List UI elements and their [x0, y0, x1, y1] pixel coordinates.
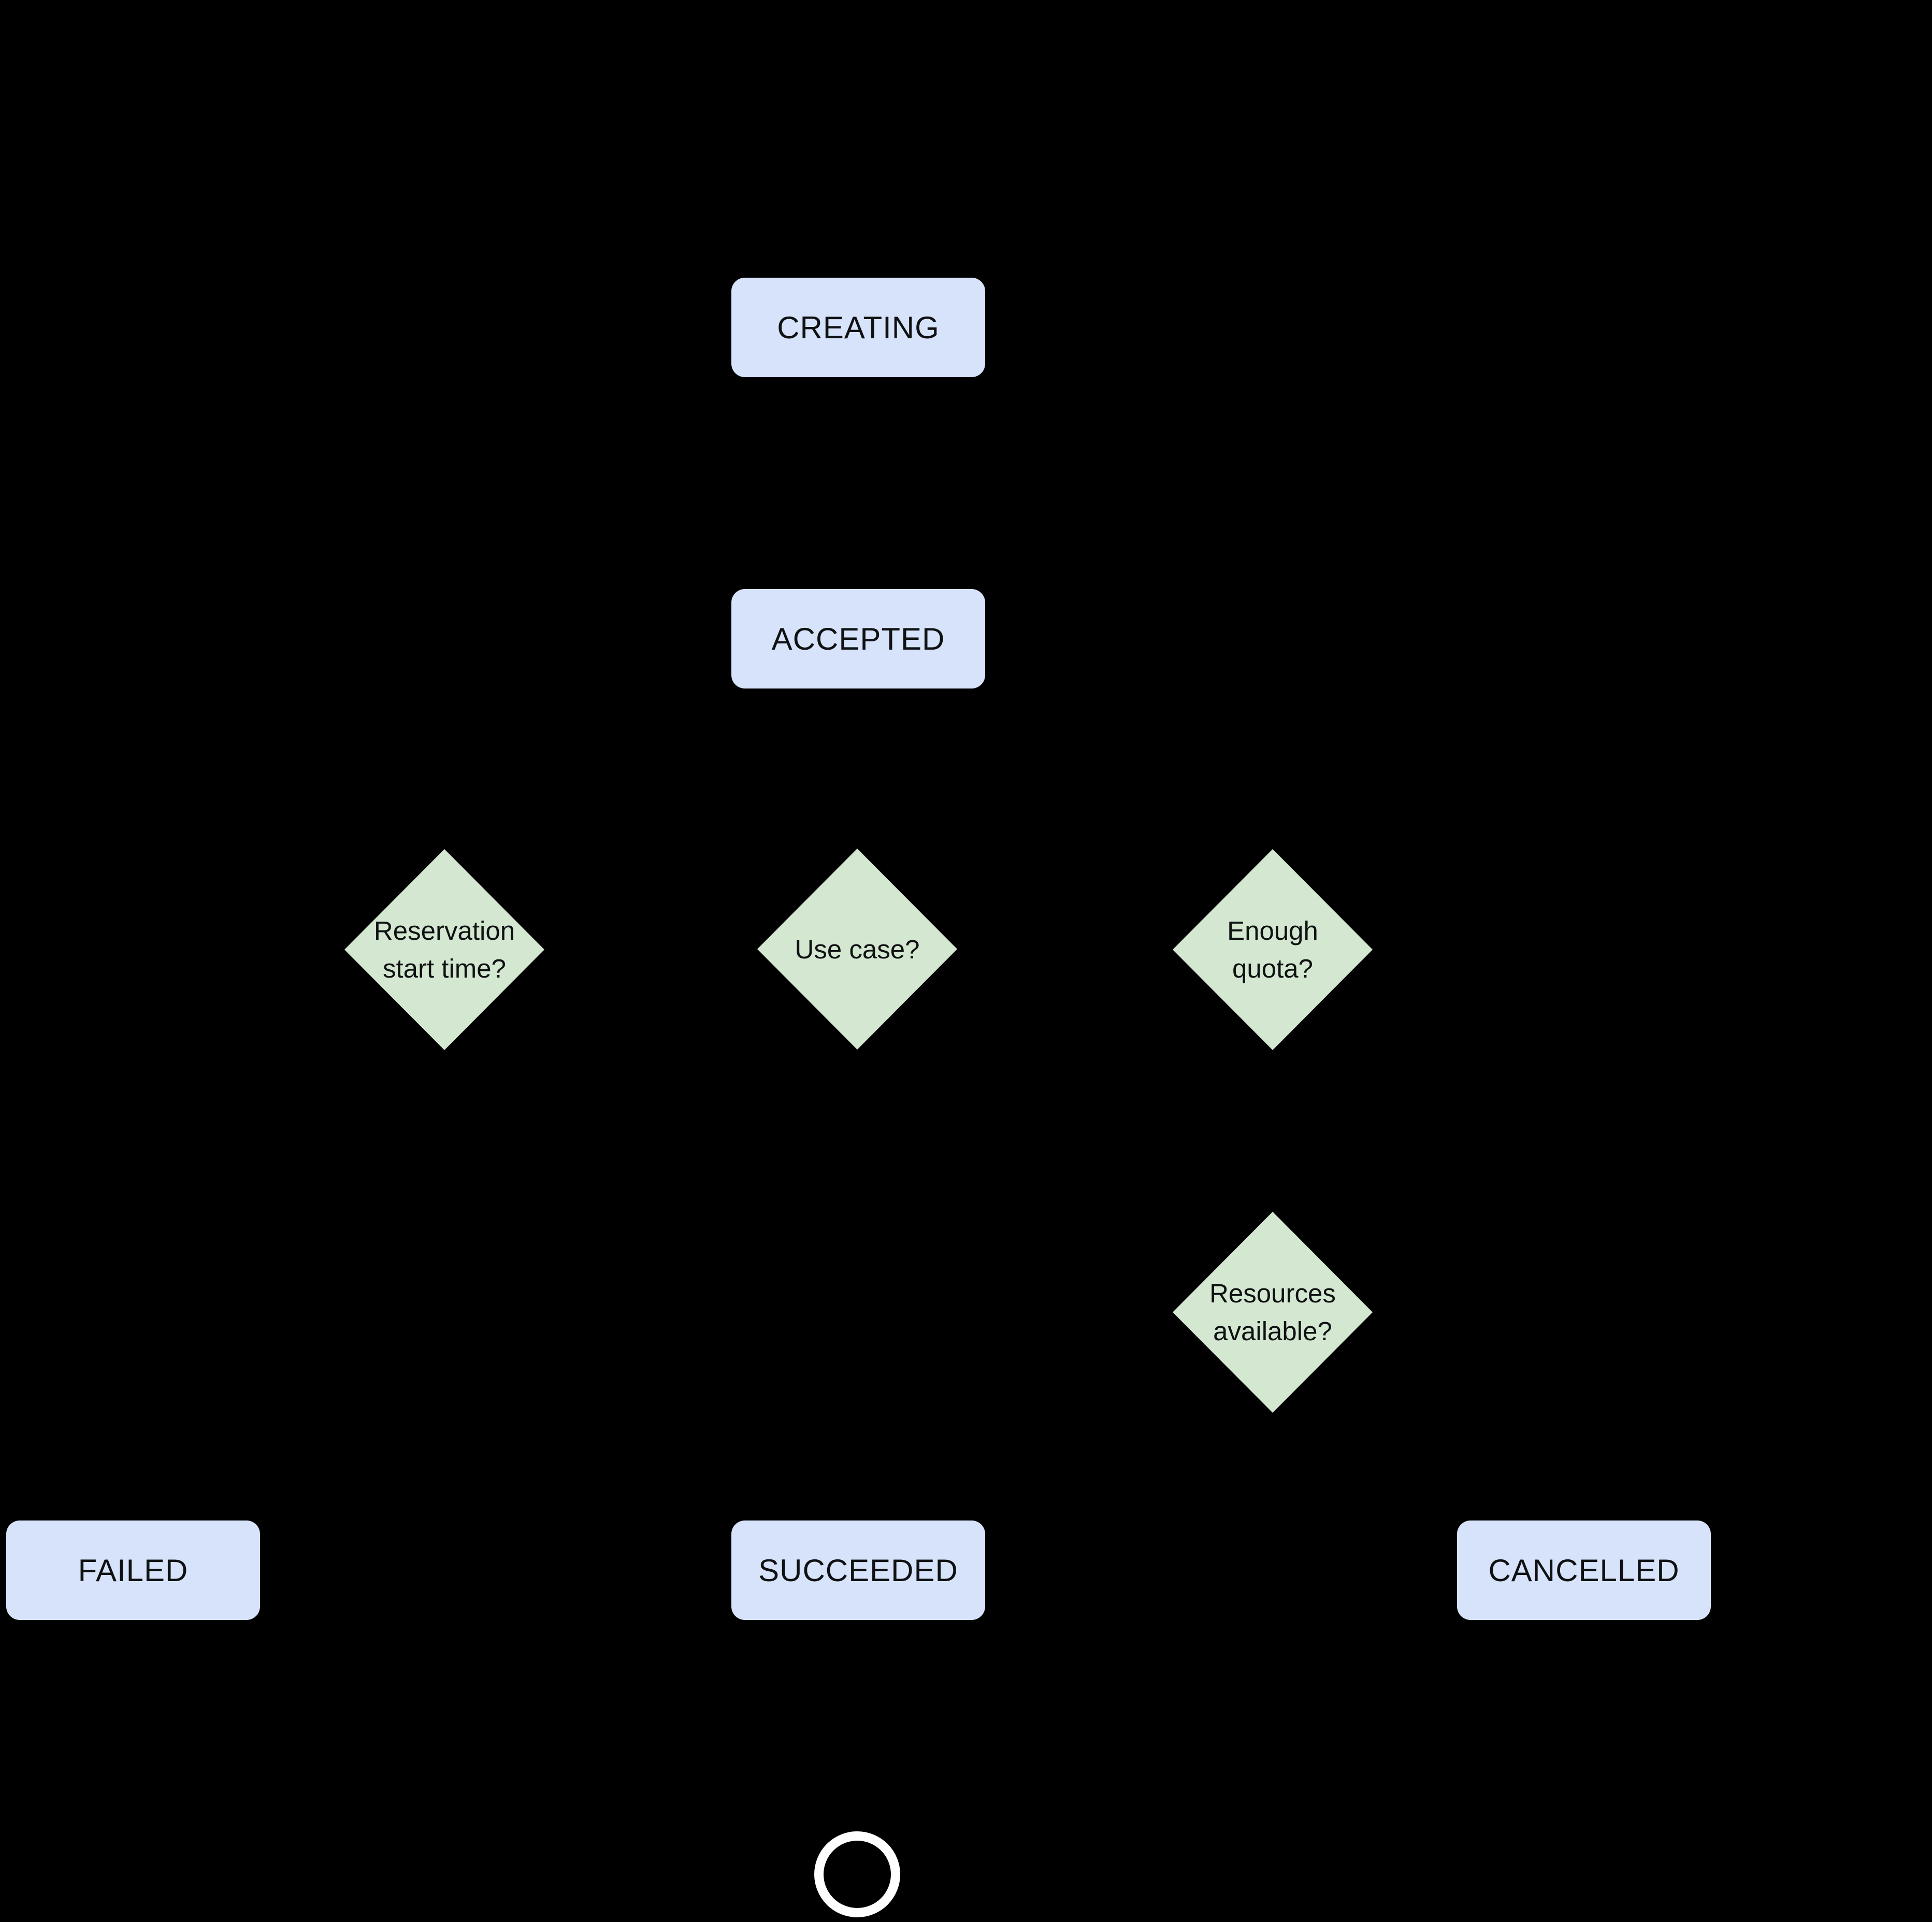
decision-node-resources-available: Resources available? — [1173, 1212, 1373, 1413]
decision-label-line: quota? — [1232, 954, 1313, 983]
diamond-shape — [1173, 1212, 1373, 1413]
decision-label: Use case? — [726, 849, 988, 1050]
decision-label: Enough quota? — [1142, 849, 1404, 1050]
state-node-creating: CREATING — [731, 278, 985, 377]
decision-node-enough-quota: Enough quota? — [1173, 849, 1373, 1050]
diamond-shape — [344, 849, 544, 1050]
decision-label-line: Reservation — [373, 916, 515, 945]
state-node-succeeded: SUCCEEDED — [731, 1521, 985, 1620]
decision-label-line: available? — [1213, 1316, 1332, 1346]
state-node-failed: FAILED — [6, 1521, 260, 1620]
end-state-circle-icon — [814, 1831, 900, 1917]
decision-label-line: Enough — [1227, 916, 1318, 945]
state-node-accepted: ACCEPTED — [731, 589, 985, 689]
decision-node-use-case: Use case? — [757, 849, 957, 1050]
decision-label-line: Resources — [1209, 1279, 1336, 1308]
state-node-cancelled: CANCELLED — [1457, 1521, 1711, 1620]
decision-label: Resources available? — [1142, 1212, 1404, 1413]
decision-label: Reservation start time? — [313, 849, 575, 1050]
decision-node-reservation-start-time: Reservation start time? — [344, 849, 544, 1050]
diamond-shape — [1173, 849, 1373, 1050]
diamond-shape — [757, 849, 957, 1050]
decision-label-line: Use case? — [795, 934, 920, 964]
decision-label-line: start time? — [382, 954, 507, 983]
